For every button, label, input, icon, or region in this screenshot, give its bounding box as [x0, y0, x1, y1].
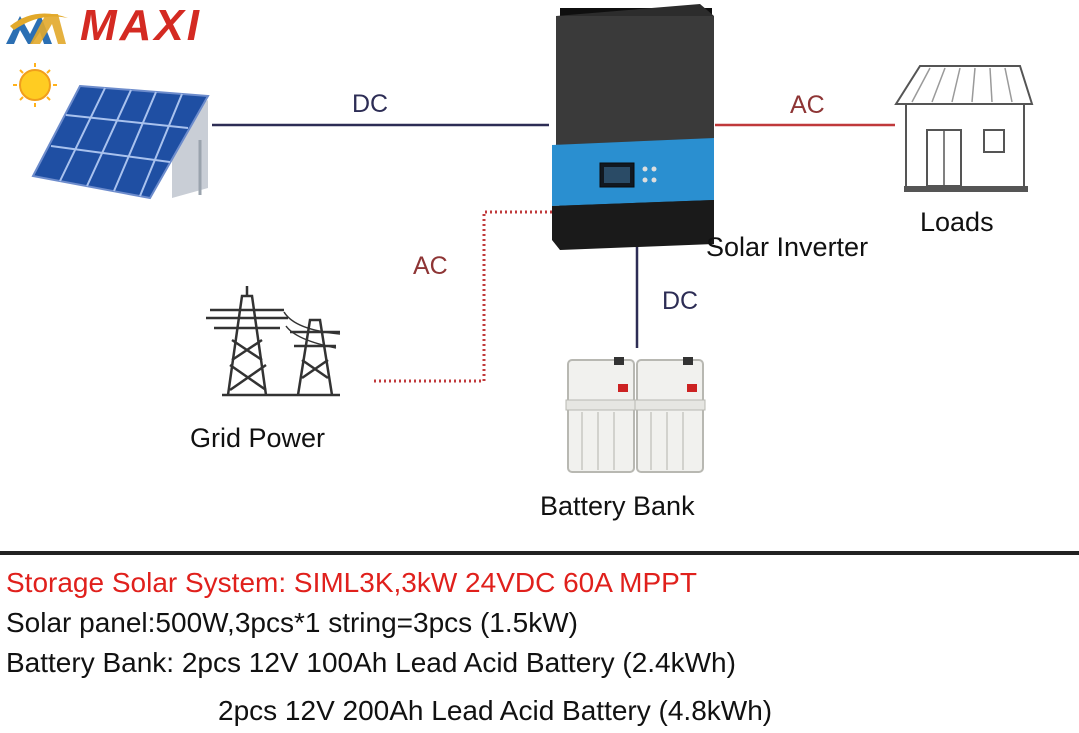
- section-divider: [0, 551, 1079, 555]
- solar-inverter-label: Solar Inverter: [706, 232, 869, 262]
- ac-label-loads: AC: [790, 91, 825, 119]
- spec-battery-bank-2: 2pcs 12V 200Ah Lead Acid Battery (4.8kWh…: [218, 695, 773, 726]
- battery-bank-label: Battery Bank: [540, 491, 695, 521]
- spec-solar-panel: Solar panel:500W,3pcs*1 string=3pcs (1.5…: [6, 607, 578, 638]
- dc-label-battery: DC: [662, 287, 699, 315]
- house-icon: [894, 65, 1034, 192]
- spec-title: Storage Solar System: SIML3K,3kW 24VDC 6…: [6, 567, 697, 598]
- ac-label-grid: AC: [413, 252, 448, 280]
- maxi-logo-icon: [6, 13, 68, 44]
- solar-panel-icon: [31, 84, 210, 200]
- dc-label-solar: DC: [352, 90, 389, 118]
- sun-icon: [13, 63, 57, 107]
- solar-inverter-icon: [552, 4, 714, 250]
- spec-battery-bank-1: Battery Bank: 2pcs 12V 100Ah Lead Acid B…: [6, 647, 736, 678]
- grid-tower-icon: [206, 286, 341, 397]
- battery-bank-icon: [565, 357, 706, 473]
- loads-label: Loads: [920, 207, 994, 237]
- ac-line-grid: [372, 210, 552, 383]
- grid-power-label: Grid Power: [190, 423, 326, 453]
- brand-name: MAXI: [80, 1, 202, 50]
